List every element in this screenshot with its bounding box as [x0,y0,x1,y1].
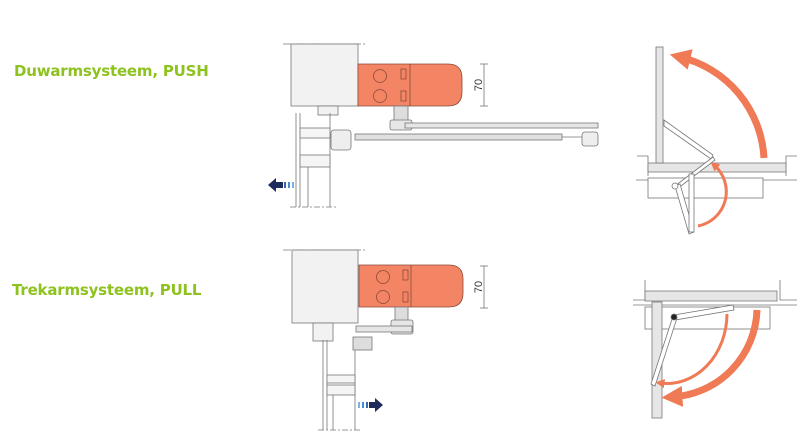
pull-side-view [283,249,464,431]
door-frame-profile [318,340,362,431]
door-frame-profile [290,113,338,208]
push-dimension-label: 70 [473,79,485,91]
pull-plan-view [633,280,797,419]
pull-opening-arrow-icon [661,309,761,407]
push-direction-arrow-icon [268,178,294,192]
pull-arm-arrow-icon [655,313,729,389]
main-arm [354,133,563,141]
bracket [352,336,373,351]
door-closer-body [358,264,464,308]
arm [355,325,413,333]
frame [644,290,778,302]
pull-dimension [480,265,488,309]
pull-dimension-label: 70 [473,281,485,293]
slide-arm [404,122,599,129]
push-opening-arrow-icon [669,49,768,159]
push-side-view [283,43,599,208]
push-title: Duwarmsysteem, PUSH [14,62,209,80]
pull-title: Trekarmsysteem, PULL [12,281,202,299]
push-arm-arrow-icon [697,162,728,228]
transom [290,43,359,107]
push-dimension [480,63,488,107]
pull-direction-arrow-icon [358,398,383,412]
door-closer-body [357,63,463,107]
door-leaf [655,46,664,164]
transom [291,249,359,324]
